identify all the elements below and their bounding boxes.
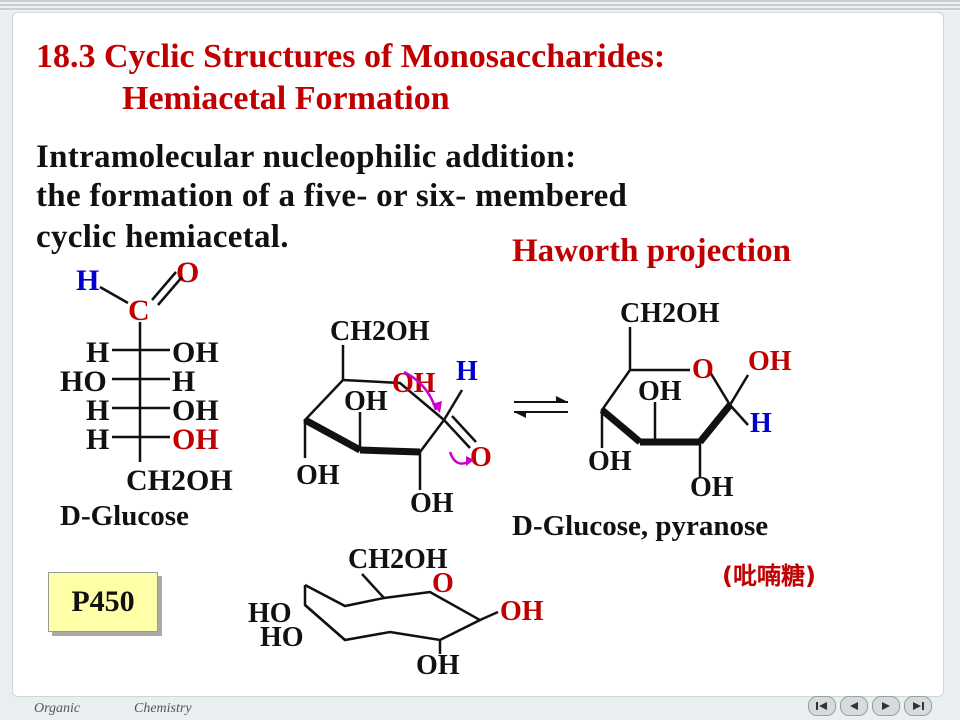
equilibrium-arrows <box>514 396 568 418</box>
top-stripes <box>0 0 960 12</box>
pyranose-oh-c2: OH <box>690 472 734 503</box>
page-reference-box: P450 <box>48 572 158 632</box>
fischer-row1-left: H <box>86 336 109 369</box>
pyranose-chinese-name: (吡喃糖) <box>722 562 816 590</box>
last-slide-button[interactable] <box>904 696 932 716</box>
prev-slide-button[interactable] <box>840 696 868 716</box>
pyranose-oh-c4: OH <box>588 446 632 477</box>
fischer-caption: D-Glucose <box>60 500 189 532</box>
first-icon <box>816 702 827 710</box>
fischer-row2-right: H <box>172 365 195 398</box>
fischer-row4-right: OH <box>172 423 219 456</box>
fischer-projection: H C O H OH HO H H OH H OH CH2OH <box>60 256 233 497</box>
fischer-aldehyde-h: H <box>76 264 99 297</box>
slide-subtitle: Hemiacetal Formation <box>122 80 450 117</box>
fischer-row4-left: H <box>86 423 109 456</box>
page-reference-label: P450 <box>71 585 135 618</box>
slide-title: 18.3 Cyclic Structures of Monosaccharide… <box>36 38 666 75</box>
fischer-row1-right: OH <box>172 336 219 369</box>
prev-icon <box>850 702 858 710</box>
chair-oh-anomeric: OH <box>500 596 544 627</box>
open-oh-bottom: OH <box>410 488 454 519</box>
chair-ho-bottom: HO <box>260 622 304 653</box>
open-o-carbonyl: O <box>470 442 492 473</box>
fischer-aldehyde-o: O <box>176 256 199 289</box>
chair-ch2oh: CH2OH <box>348 544 448 575</box>
fischer-bottom: CH2OH <box>126 464 233 497</box>
slide-frame <box>12 12 944 697</box>
chair-ring-o: O <box>432 568 454 599</box>
haworth-pyranose: CH2OH O OH OH H OH OH <box>588 298 792 503</box>
open-oh-ring: OH <box>344 386 388 417</box>
fischer-row2-left: HO <box>60 365 107 398</box>
footer-right: Chemistry <box>134 701 192 716</box>
body-line-3: cyclic hemiacetal. <box>36 219 289 255</box>
pyranose-ring-o: O <box>692 354 714 385</box>
pyranose-ch2oh: CH2OH <box>620 298 720 329</box>
body-line-2: the formation of a five- or six- membere… <box>36 178 628 214</box>
body-line-1: Intramolecular nucleophilic addition: <box>36 139 577 175</box>
next-icon <box>882 702 890 710</box>
pyranose-oh-c3: OH <box>638 376 682 407</box>
pyranose-caption: D-Glucose, pyranose <box>512 510 769 542</box>
next-slide-button[interactable] <box>872 696 900 716</box>
fischer-carbon: C <box>128 294 150 327</box>
open-h-top: H <box>456 356 478 387</box>
first-slide-button[interactable] <box>808 696 836 716</box>
pyranose-h-anomeric: H <box>750 408 772 439</box>
chair-ho-top: HO <box>248 598 292 629</box>
chair-oh-bottom: OH <box>416 650 460 681</box>
footer-left: Organic <box>34 701 81 716</box>
open-ch2oh: CH2OH <box>330 316 430 347</box>
pyranose-oh-anomeric: OH <box>748 346 792 377</box>
last-icon <box>913 702 924 710</box>
haworth-label: Haworth projection <box>512 233 791 269</box>
fischer-row3-right: OH <box>172 394 219 427</box>
open-chain-ring: CH2OH OH OH H OH OH O <box>296 316 492 519</box>
chair-conformation: CH2OH O HO HO OH OH <box>248 544 544 681</box>
open-oh-left: OH <box>296 460 340 491</box>
fischer-row3-left: H <box>86 394 109 427</box>
